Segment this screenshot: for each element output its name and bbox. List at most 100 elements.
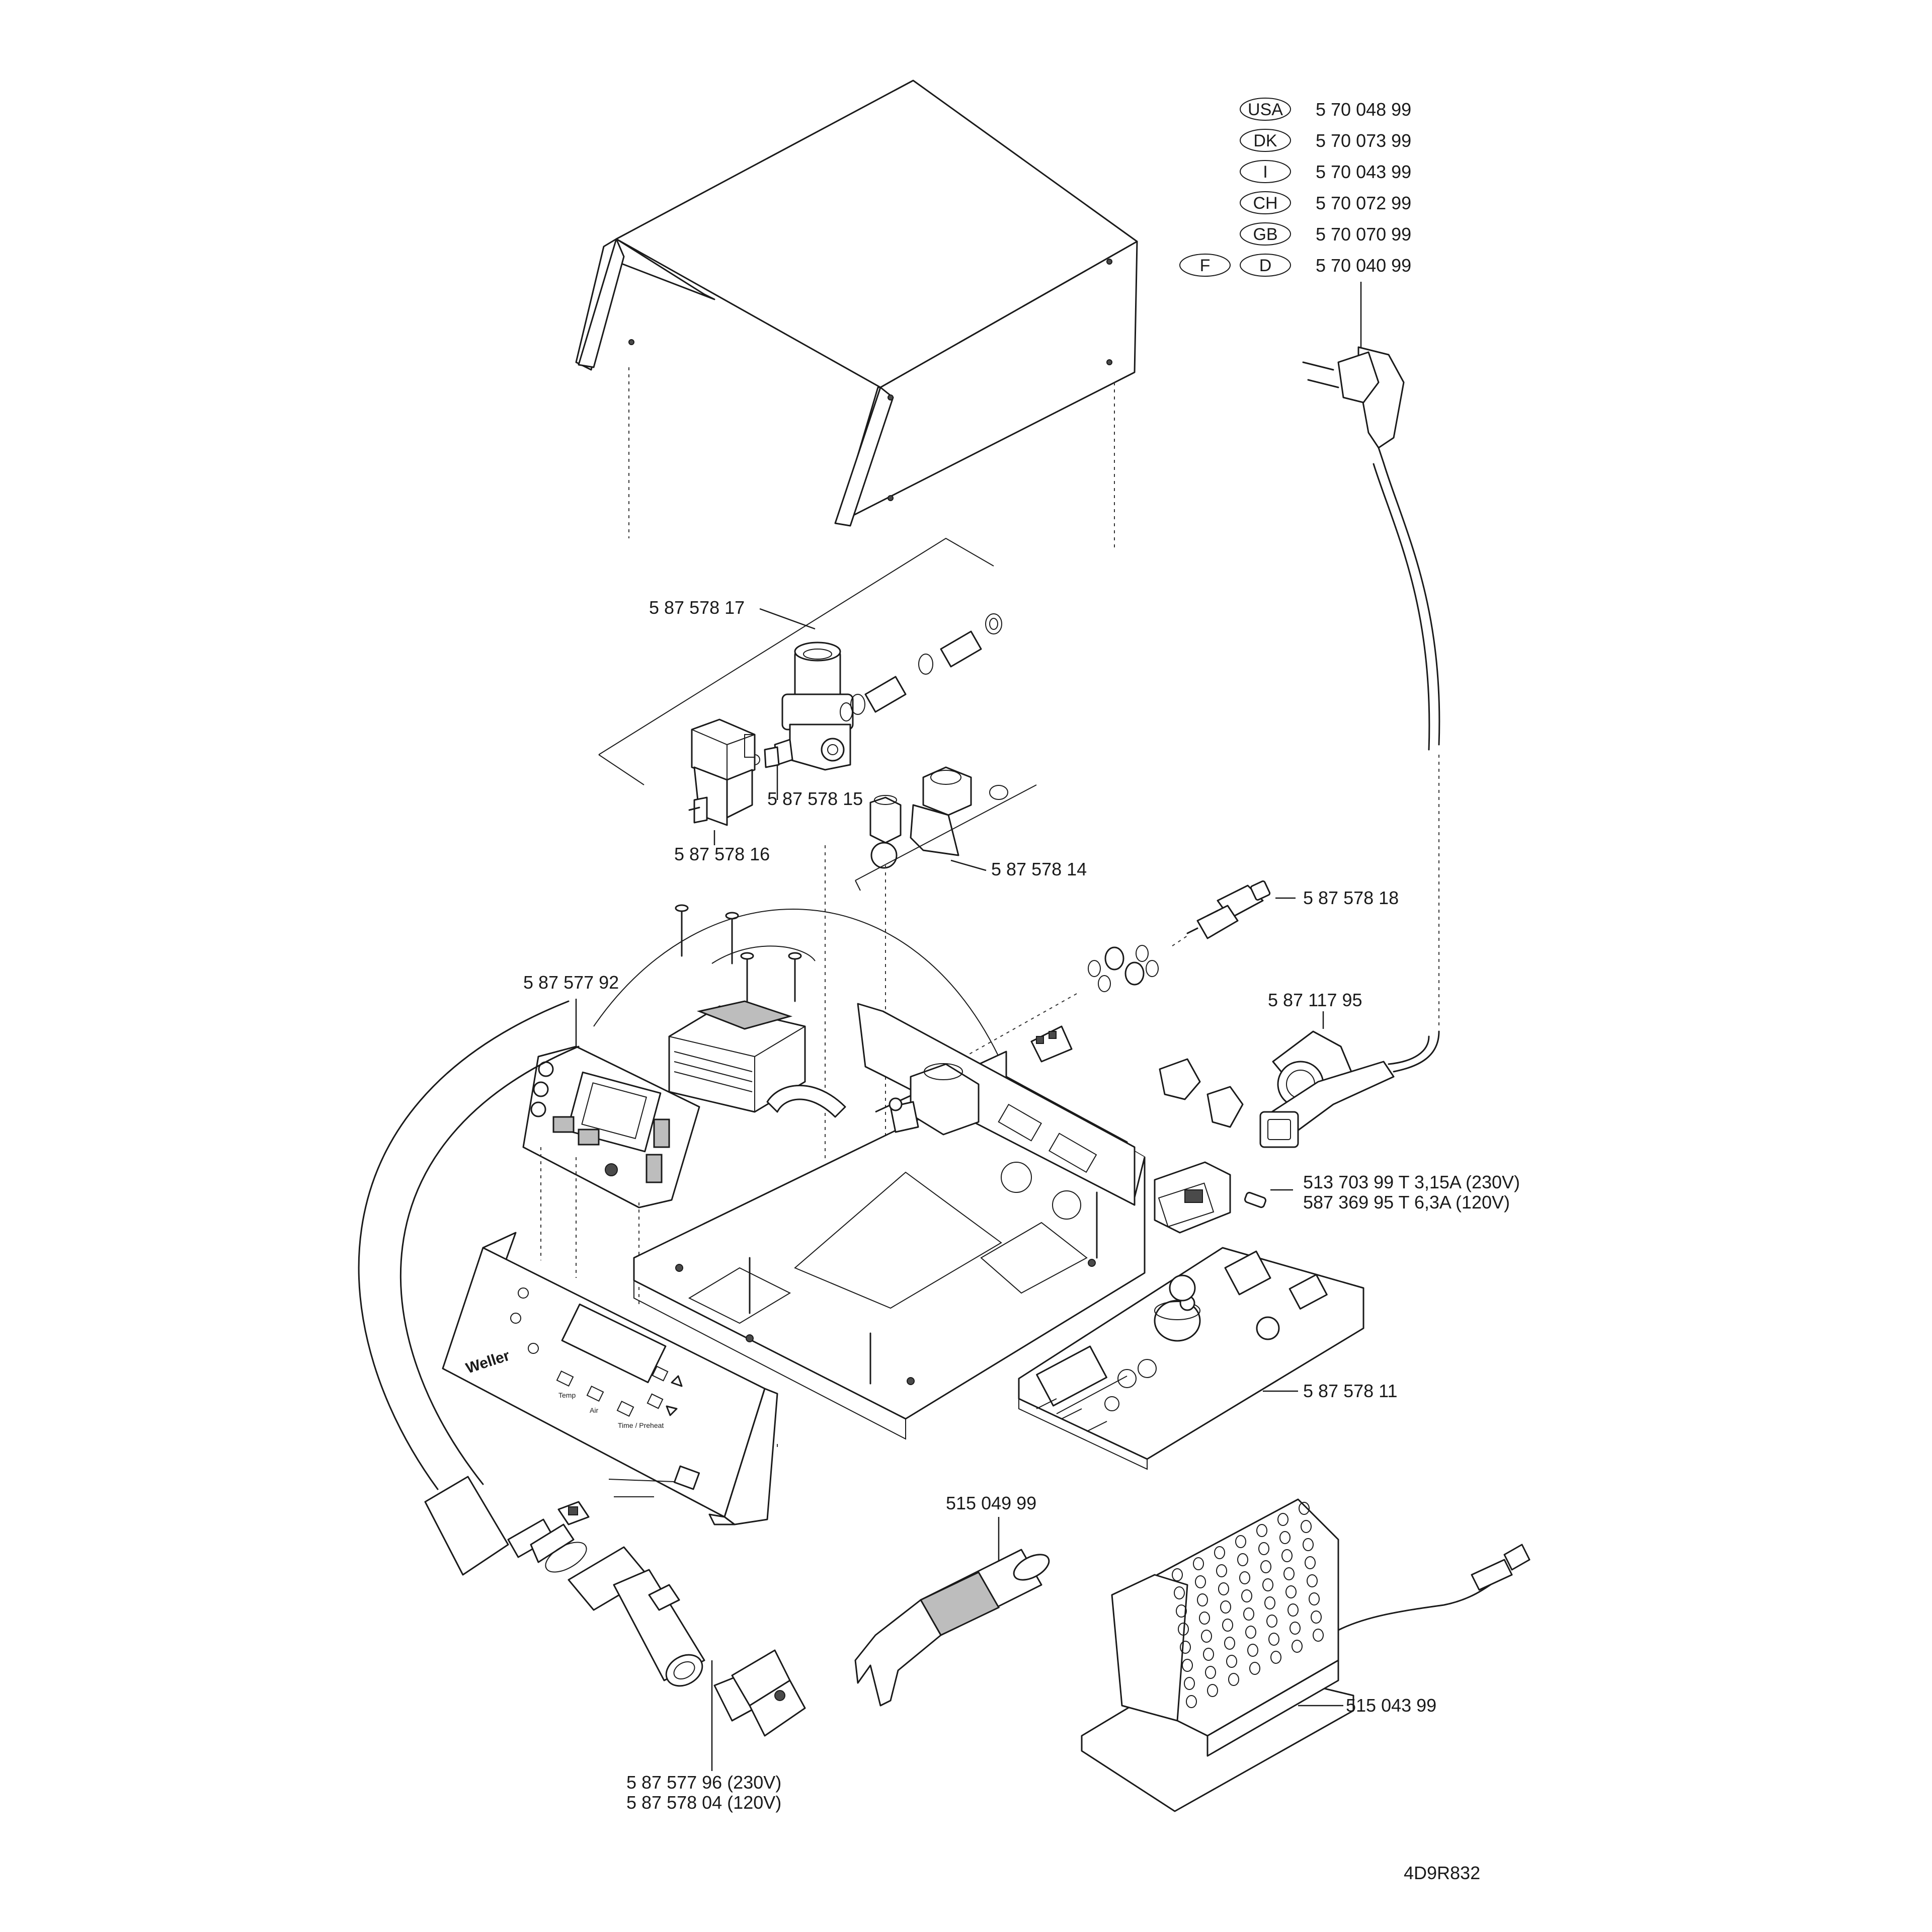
perforation-hole	[1243, 1607, 1254, 1621]
cable-routing-line	[711, 945, 816, 964]
relay-connector	[1030, 1025, 1073, 1063]
solenoid-valve-right	[869, 766, 1008, 869]
perforation-hole	[1214, 1546, 1225, 1559]
panel-connector	[1159, 1058, 1244, 1128]
perforation-hole	[1270, 1651, 1281, 1664]
part-label-pressure-regulator: 5 87 578 15	[767, 788, 863, 809]
perforation-hole	[1178, 1623, 1189, 1636]
perforation-hole	[1290, 1622, 1301, 1635]
perforation-hole	[1218, 1582, 1229, 1595]
panel-key-temp[interactable]	[556, 1370, 574, 1387]
perforation-hole	[1292, 1640, 1303, 1653]
part-label-socket-connector: 5 87 117 95	[1268, 990, 1362, 1010]
cord-part-number: 5 70 070 99	[1316, 224, 1411, 245]
leader-line	[759, 608, 816, 630]
perforation-hole	[1307, 1574, 1318, 1587]
chassis-base	[633, 1003, 1146, 1440]
perforation-hole	[1239, 1571, 1250, 1584]
power-switch[interactable]	[557, 1501, 590, 1525]
cord-part-number: 5 70 048 99	[1316, 99, 1411, 120]
panel-key-time-label: Time / Preheat	[618, 1421, 664, 1429]
up-arrow-icon	[671, 1375, 683, 1387]
perforation-hole	[1241, 1589, 1252, 1602]
mains-plug	[1302, 346, 1405, 464]
perforation-hole	[1281, 1549, 1293, 1562]
housing-cover	[575, 79, 1138, 527]
perforation-hole	[1184, 1677, 1195, 1690]
solenoid-valve-left	[688, 718, 756, 826]
perforation-hole	[1311, 1611, 1322, 1624]
country-code-f: F	[1200, 256, 1211, 275]
assembly-bracket-line	[598, 537, 994, 755]
leader-line	[950, 859, 987, 871]
holder-stand	[1081, 1498, 1354, 1812]
perforation-hole	[1193, 1557, 1204, 1570]
status-led	[518, 1287, 529, 1299]
perforation-hole	[1299, 1502, 1310, 1515]
perforation-hole	[1224, 1637, 1235, 1650]
guide-line	[608, 1479, 675, 1497]
cord-row-ch: CH 5 70 072 99	[1240, 191, 1411, 214]
part-label-transformer: 5 87 577 92	[523, 972, 619, 993]
cord-row-f-d: F D 5 70 040 99	[1179, 254, 1411, 277]
perforation-hole	[1305, 1556, 1316, 1569]
perforation-hole	[1258, 1542, 1269, 1555]
up-arrow-key[interactable]	[652, 1365, 669, 1382]
cord-row-usa: USA 5 70 048 99	[1240, 98, 1411, 121]
perforation-hole	[1205, 1666, 1216, 1679]
perforation-hole	[1279, 1531, 1291, 1544]
cord-part-number: 5 70 043 99	[1316, 162, 1411, 182]
cord-row-gb: GB 5 70 070 99	[1240, 222, 1411, 246]
power-cord-list: USA 5 70 048 99 DK 5 70 073 99 I 5 70 04…	[1179, 98, 1411, 277]
power-switch-cutout	[673, 1465, 700, 1490]
air-connector	[1186, 880, 1271, 939]
perforation-hole	[1197, 1593, 1208, 1606]
part-label-hot-air-pencil-230: 5 87 577 96 (230V)	[626, 1772, 781, 1793]
status-led	[510, 1313, 521, 1324]
mains-cord	[1388, 1035, 1430, 1065]
perforation-hole	[1201, 1630, 1212, 1643]
perforation-hole	[1180, 1641, 1191, 1654]
hot-air-nozzle	[713, 1649, 806, 1737]
perforation-hole	[1245, 1626, 1256, 1639]
stand-cable	[1337, 1574, 1505, 1631]
perforation-hole	[1174, 1586, 1185, 1599]
push-in-fittings	[1088, 945, 1159, 992]
cable-clamp	[766, 1085, 846, 1118]
part-label-fuse-120: 587 369 95 T 6,3A (120V)	[1303, 1192, 1510, 1213]
air-hose	[358, 1000, 570, 1490]
panel-key-air[interactable]	[586, 1385, 604, 1402]
cord-row-dk: DK 5 70 073 99	[1240, 129, 1411, 152]
mains-cord	[1393, 1030, 1440, 1073]
pressure-regulator	[749, 641, 854, 771]
blower-motor	[889, 1063, 980, 1136]
perforation-hole	[1203, 1648, 1214, 1661]
perforation-hole	[1260, 1560, 1271, 1573]
panel-key-time[interactable]	[616, 1400, 634, 1417]
perforation-hole	[1207, 1684, 1218, 1697]
cord-part-number: 5 70 073 99	[1316, 130, 1411, 151]
country-code-gb: GB	[1253, 225, 1277, 244]
perforation-hole	[1176, 1604, 1187, 1618]
control-board	[1018, 1247, 1364, 1470]
perforation-hole	[1285, 1585, 1297, 1598]
mounting-screws	[675, 904, 802, 1002]
cord-part-number: 5 70 072 99	[1316, 193, 1411, 213]
down-arrow-key[interactable]	[647, 1393, 664, 1409]
guide-line	[955, 993, 1077, 1062]
front-panel: Weller WHA 3000V Temp Air Time / Preheat	[442, 1232, 778, 1525]
country-code-i: I	[1263, 163, 1267, 182]
country-code-ch: CH	[1253, 194, 1277, 213]
iec-inlet	[1259, 1061, 1395, 1148]
part-label-control-board: 5 87 578 11	[1303, 1381, 1398, 1401]
perforation-hole	[1216, 1564, 1227, 1577]
assembly-bracket-line	[855, 784, 1037, 881]
perforation-hole	[1303, 1538, 1314, 1551]
perforation-hole	[1186, 1695, 1197, 1708]
perforation-hole	[1220, 1600, 1231, 1614]
perforation-hole	[1235, 1535, 1246, 1548]
cord-part-number: 5 70 040 99	[1316, 255, 1411, 276]
perforation-hole	[1249, 1662, 1260, 1675]
country-code-dk: DK	[1253, 131, 1277, 150]
